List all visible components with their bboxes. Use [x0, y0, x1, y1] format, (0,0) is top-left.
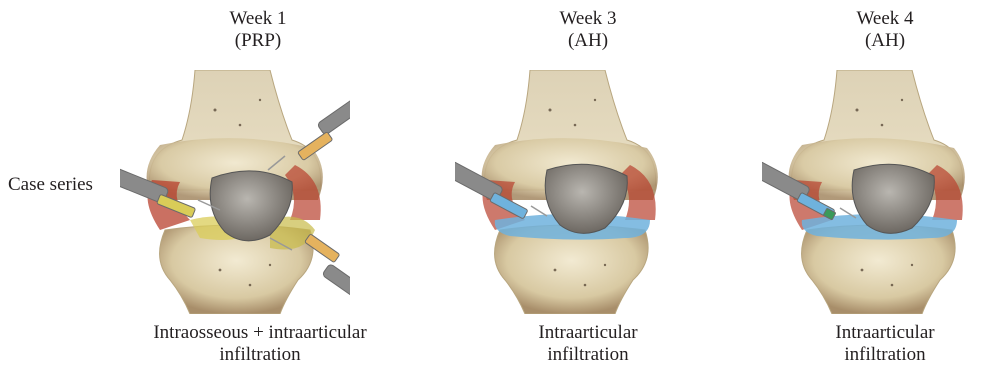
caption-week-3: Intraarticular infiltration	[508, 322, 668, 366]
caption-line-2: infiltration	[508, 344, 668, 366]
row-label-case-series: Case series	[8, 174, 93, 196]
column-header-week-4: Week 4 (AH)	[825, 8, 945, 52]
knee-joint-ah-image	[762, 70, 992, 314]
knee-joint-prp-image	[120, 70, 350, 314]
knee-illustration-week-1	[120, 70, 350, 314]
caption-week-4: Intraarticular infiltration	[805, 322, 965, 366]
caption-week-1: Intraosseous + intraarticular infiltrati…	[110, 322, 410, 366]
caption-line-2: infiltration	[110, 344, 410, 366]
treatment-label: (PRP)	[198, 30, 318, 52]
week-label: Week 4	[825, 8, 945, 30]
caption-line-1: Intraarticular	[805, 322, 965, 344]
caption-line-1: Intraarticular	[508, 322, 668, 344]
column-header-week-3: Week 3 (AH)	[528, 8, 648, 52]
week-label: Week 1	[198, 8, 318, 30]
knee-joint-ah-image	[455, 70, 685, 314]
caption-line-2: infiltration	[805, 344, 965, 366]
knee-illustration-week-4	[762, 70, 992, 314]
treatment-label: (AH)	[825, 30, 945, 52]
knee-illustration-week-3	[455, 70, 685, 314]
column-header-week-1: Week 1 (PRP)	[198, 8, 318, 52]
week-label: Week 3	[528, 8, 648, 30]
caption-line-1: Intraosseous + intraarticular	[110, 322, 410, 344]
treatment-label: (AH)	[528, 30, 648, 52]
